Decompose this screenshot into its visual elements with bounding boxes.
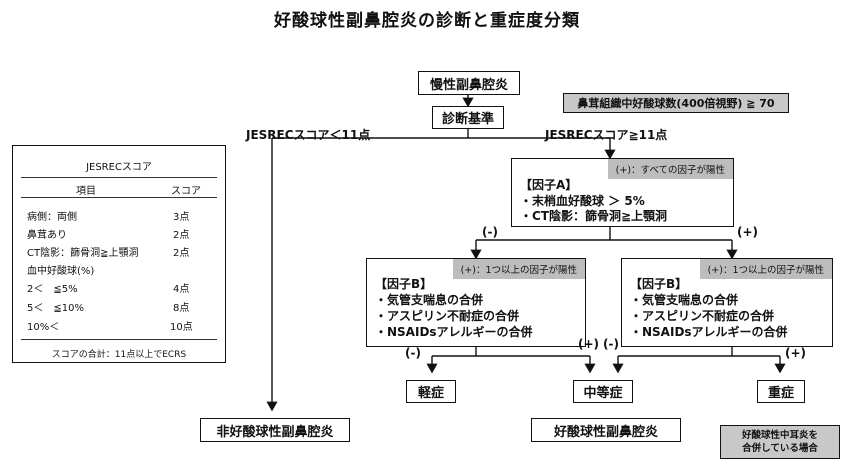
factor-a-negative-label: (-) (482, 225, 498, 239)
factor-b-left-negative-label: (-) (405, 346, 421, 360)
factor-b-title: 【因子B】 (630, 277, 688, 291)
table-row-item: CT陰影：篩骨洞≧上顎洞 (27, 248, 139, 259)
otitis-media-note: 好酸球性中耳炎を 合併している場合 (720, 425, 840, 459)
table-divider (21, 197, 217, 198)
diagnostic-criteria-node: 診断基準 (432, 106, 504, 129)
factor-a-item: ・末梢血好酸球 ＞ 5% (520, 194, 645, 208)
table-divider (21, 339, 217, 340)
table-row-score: 8点 (173, 303, 190, 314)
severe-node: 重症 (757, 380, 805, 403)
score-low-label: JESRECスコア＜11点 (246, 128, 371, 142)
table-row-score: 2点 (173, 230, 190, 241)
factor-b-item: ・気管支喘息の合併 (630, 293, 739, 307)
factor-b-left-positive-label: (+) (578, 337, 600, 351)
table-divider (21, 177, 217, 178)
table-row-score: 4点 (173, 284, 190, 295)
non-ecrs-node: 非好酸球性副鼻腔炎 (200, 418, 350, 442)
eosinophil-count-note: 鼻茸組織中好酸球数(400倍視野) ≧ 70 (563, 93, 789, 113)
factor-b-item: ・アスピリン不耐症の合併 (375, 309, 520, 323)
chronic-sinusitis-node: 慢性副鼻腔炎 (418, 71, 520, 95)
table-row-score: 10点 (170, 322, 193, 333)
factor-b-right-header: (+)：1つ以上の因子が陽性 (699, 259, 832, 279)
factor-a-title: 【因子A】 (520, 178, 578, 192)
factor-a-header: (+)：すべての因子が陽性 (607, 159, 733, 179)
factor-b-right-positive-label: (+) (785, 346, 807, 360)
moderate-node: 中等症 (573, 380, 633, 403)
column-header-score: スコア (171, 186, 201, 197)
jesrec-table-footer: スコアの合計：11点以上でECRS (51, 350, 187, 360)
score-high-label: JESRECスコア≧11点 (545, 128, 668, 142)
factor-a-box: (+)：すべての因子が陽性 【因子A】 ・末梢血好酸球 ＞ 5% ・CT陰影：篩… (511, 158, 734, 227)
jesrec-score-table: JESRECスコア 項目 スコア 病側：両側 3点 鼻茸あり 2点 CT陰影：篩… (12, 145, 226, 363)
table-row-score: 3点 (173, 212, 190, 223)
column-header-item: 項目 (76, 186, 96, 197)
factor-b-title: 【因子B】 (375, 277, 433, 291)
factor-b-left-box: (+)：1つ以上の因子が陽性 【因子B】 ・気管支喘息の合併 ・アスピリン不耐症… (366, 258, 586, 347)
factor-b-left-header: (+)：1つ以上の因子が陽性 (452, 259, 585, 279)
factor-b-right-negative-label: (-) (603, 337, 619, 351)
ecrs-node: 好酸球性副鼻腔炎 (531, 418, 681, 442)
factor-b-item: ・NSAIDsアレルギーの合併 (630, 325, 788, 339)
diagram-title: 好酸球性副鼻腔炎の診断と重症度分類 (274, 11, 580, 31)
factor-b-item: ・アスピリン不耐症の合併 (630, 309, 775, 323)
factor-a-item: ・CT陰影：篩骨洞≧上顎洞 (520, 209, 668, 223)
table-row-item: 鼻茸あり (27, 230, 67, 241)
table-row-item: 血中好酸球(%) (27, 266, 95, 277)
table-row-item: 病側：両側 (27, 212, 77, 223)
table-row-item: 2＜ ≦5% (27, 284, 78, 295)
table-row-item: 10%＜ (27, 322, 60, 333)
factor-a-positive-label: (+) (737, 225, 759, 239)
factor-b-item: ・気管支喘息の合併 (375, 293, 484, 307)
factor-b-item: ・NSAIDsアレルギーの合併 (375, 325, 533, 339)
otitis-note-line: 合併している場合 (742, 443, 818, 454)
table-row-score: 2点 (173, 248, 190, 259)
otitis-note-line: 好酸球性中耳炎を (741, 430, 818, 441)
jesrec-table-title: JESRECスコア (86, 162, 152, 173)
factor-b-right-box: (+)：1つ以上の因子が陽性 【因子B】 ・気管支喘息の合併 ・アスピリン不耐症… (621, 258, 833, 347)
mild-node: 軽症 (406, 380, 456, 403)
table-row-item: 5＜ ≦10% (27, 303, 84, 314)
